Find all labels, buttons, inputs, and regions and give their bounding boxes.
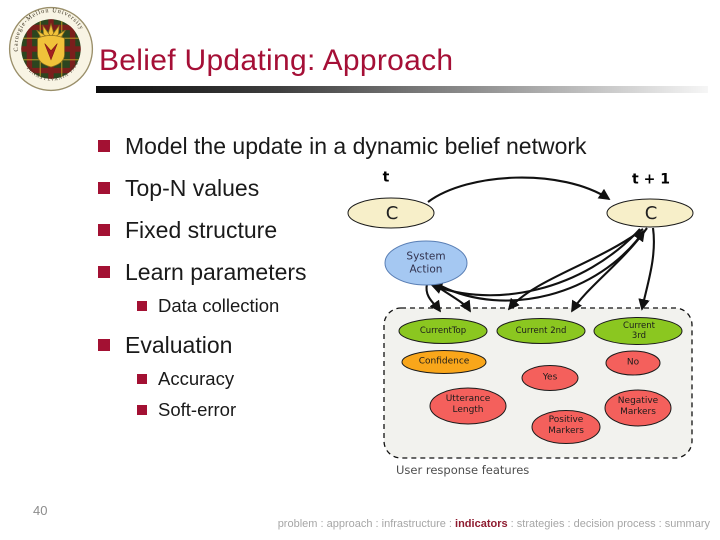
bullet-square-icon <box>98 140 110 152</box>
node-no <box>605 350 661 376</box>
diagram-arrows <box>425 176 655 313</box>
footer-nav: problem : approach : infrastructure : in… <box>278 518 710 530</box>
arrow-sysaction-to-currenttop <box>425 283 442 313</box>
system-action-label: System Action <box>406 250 446 275</box>
footer-item-infrastructure[interactable]: infrastructure <box>381 518 446 530</box>
time-label-t: t <box>382 169 390 186</box>
arrow-ct1-to-current3rd <box>638 227 655 311</box>
arrow-ct1-to-current2nd <box>571 227 648 313</box>
node-current-top <box>398 318 488 344</box>
footer-separator: : <box>445 518 456 530</box>
node-positive-markers <box>531 410 601 444</box>
confidence-label: Confidence <box>418 356 470 367</box>
bullet-text: Fixed structure <box>125 217 278 243</box>
node-yes <box>521 365 579 391</box>
negative-markers-label: Negative Markers <box>617 396 659 417</box>
page-number: 40 <box>33 503 48 518</box>
cmu-seal-logo: Carnegie-Mellon University PENNSYLVANIA … <box>8 6 94 92</box>
current-top-label: CurrentTop <box>419 325 467 336</box>
page-title: Belief Updating: Approach <box>99 44 454 77</box>
node-c-t1-label: C <box>644 203 658 225</box>
seal-crest <box>36 22 66 68</box>
node-c-t1 <box>606 198 694 228</box>
diagram-caption: User response features <box>396 463 530 477</box>
bullet-text: Learn parameters <box>125 259 307 285</box>
bullet-square-icon <box>98 339 110 351</box>
footer-item-summary[interactable]: summary <box>664 518 710 530</box>
bullet-item: Soft-error <box>96 398 696 422</box>
bullet-square-icon <box>137 374 147 384</box>
no-label: No <box>626 357 640 368</box>
footer-separator: : <box>507 518 517 530</box>
bullet-text: Model the update in a dynamic belief net… <box>125 133 587 159</box>
utterance-length-label: Utterance Length <box>445 394 491 415</box>
footer-separator: : <box>317 518 327 530</box>
footer-separator: : <box>564 518 574 530</box>
node-system-action <box>384 240 468 286</box>
bullet-text: Data collection <box>158 295 280 316</box>
bullet-item: Accuracy <box>96 367 696 391</box>
footer-item-indicators[interactable]: indicators <box>455 518 508 530</box>
time-label-t1: t + 1 <box>632 171 670 188</box>
bullet-item: Model the update in a dynamic belief net… <box>96 131 696 161</box>
node-c-t <box>347 197 435 229</box>
bullet-text: Accuracy <box>158 368 235 389</box>
bullet-item: Evaluation <box>96 330 696 360</box>
footer-item-decision-process[interactable]: decision process <box>573 518 656 530</box>
node-c-t-label: C <box>385 203 399 225</box>
arrow-ct1-to-sysaction <box>430 228 641 297</box>
current-3rd-label: Current 3rd <box>623 320 655 341</box>
title-gradient-bar <box>96 86 708 93</box>
footer-separator: : <box>655 518 665 530</box>
node-negative-markers <box>604 389 672 427</box>
positive-markers-label: Positive Markers <box>548 415 584 436</box>
arrow-ct-to-ct1 <box>427 176 611 203</box>
bullet-text: Evaluation <box>125 332 233 358</box>
bullet-item: Fixed structure <box>96 215 696 245</box>
bullet-square-icon <box>137 405 147 415</box>
node-current-2nd <box>496 318 586 344</box>
bullet-square-icon <box>137 301 147 311</box>
footer-item-strategies[interactable]: strategies <box>516 518 565 530</box>
bullet-item: Top-N values <box>96 173 696 203</box>
bullet-text: Top-N values <box>125 175 260 201</box>
footer-item-problem[interactable]: problem <box>277 518 318 530</box>
yes-label: Yes <box>542 372 558 383</box>
bullet-item: Data collection <box>96 294 696 318</box>
current-2nd-label: Current 2nd <box>515 325 567 336</box>
bullet-square-icon <box>98 182 110 194</box>
footer-item-approach[interactable]: approach <box>326 518 373 530</box>
node-confidence <box>401 350 487 374</box>
node-utterance-length <box>429 387 507 425</box>
bullet-item: Learn parameters <box>96 257 696 287</box>
bullet-square-icon <box>98 224 110 236</box>
bullet-square-icon <box>98 266 110 278</box>
bullet-text: Soft-error <box>158 399 237 420</box>
node-current-3rd <box>593 317 683 345</box>
bullet-list: Model the update in a dynamic belief net… <box>96 131 696 434</box>
arrow-ct1-to-current2nd-left <box>507 228 644 311</box>
footer-separator: : <box>372 518 382 530</box>
